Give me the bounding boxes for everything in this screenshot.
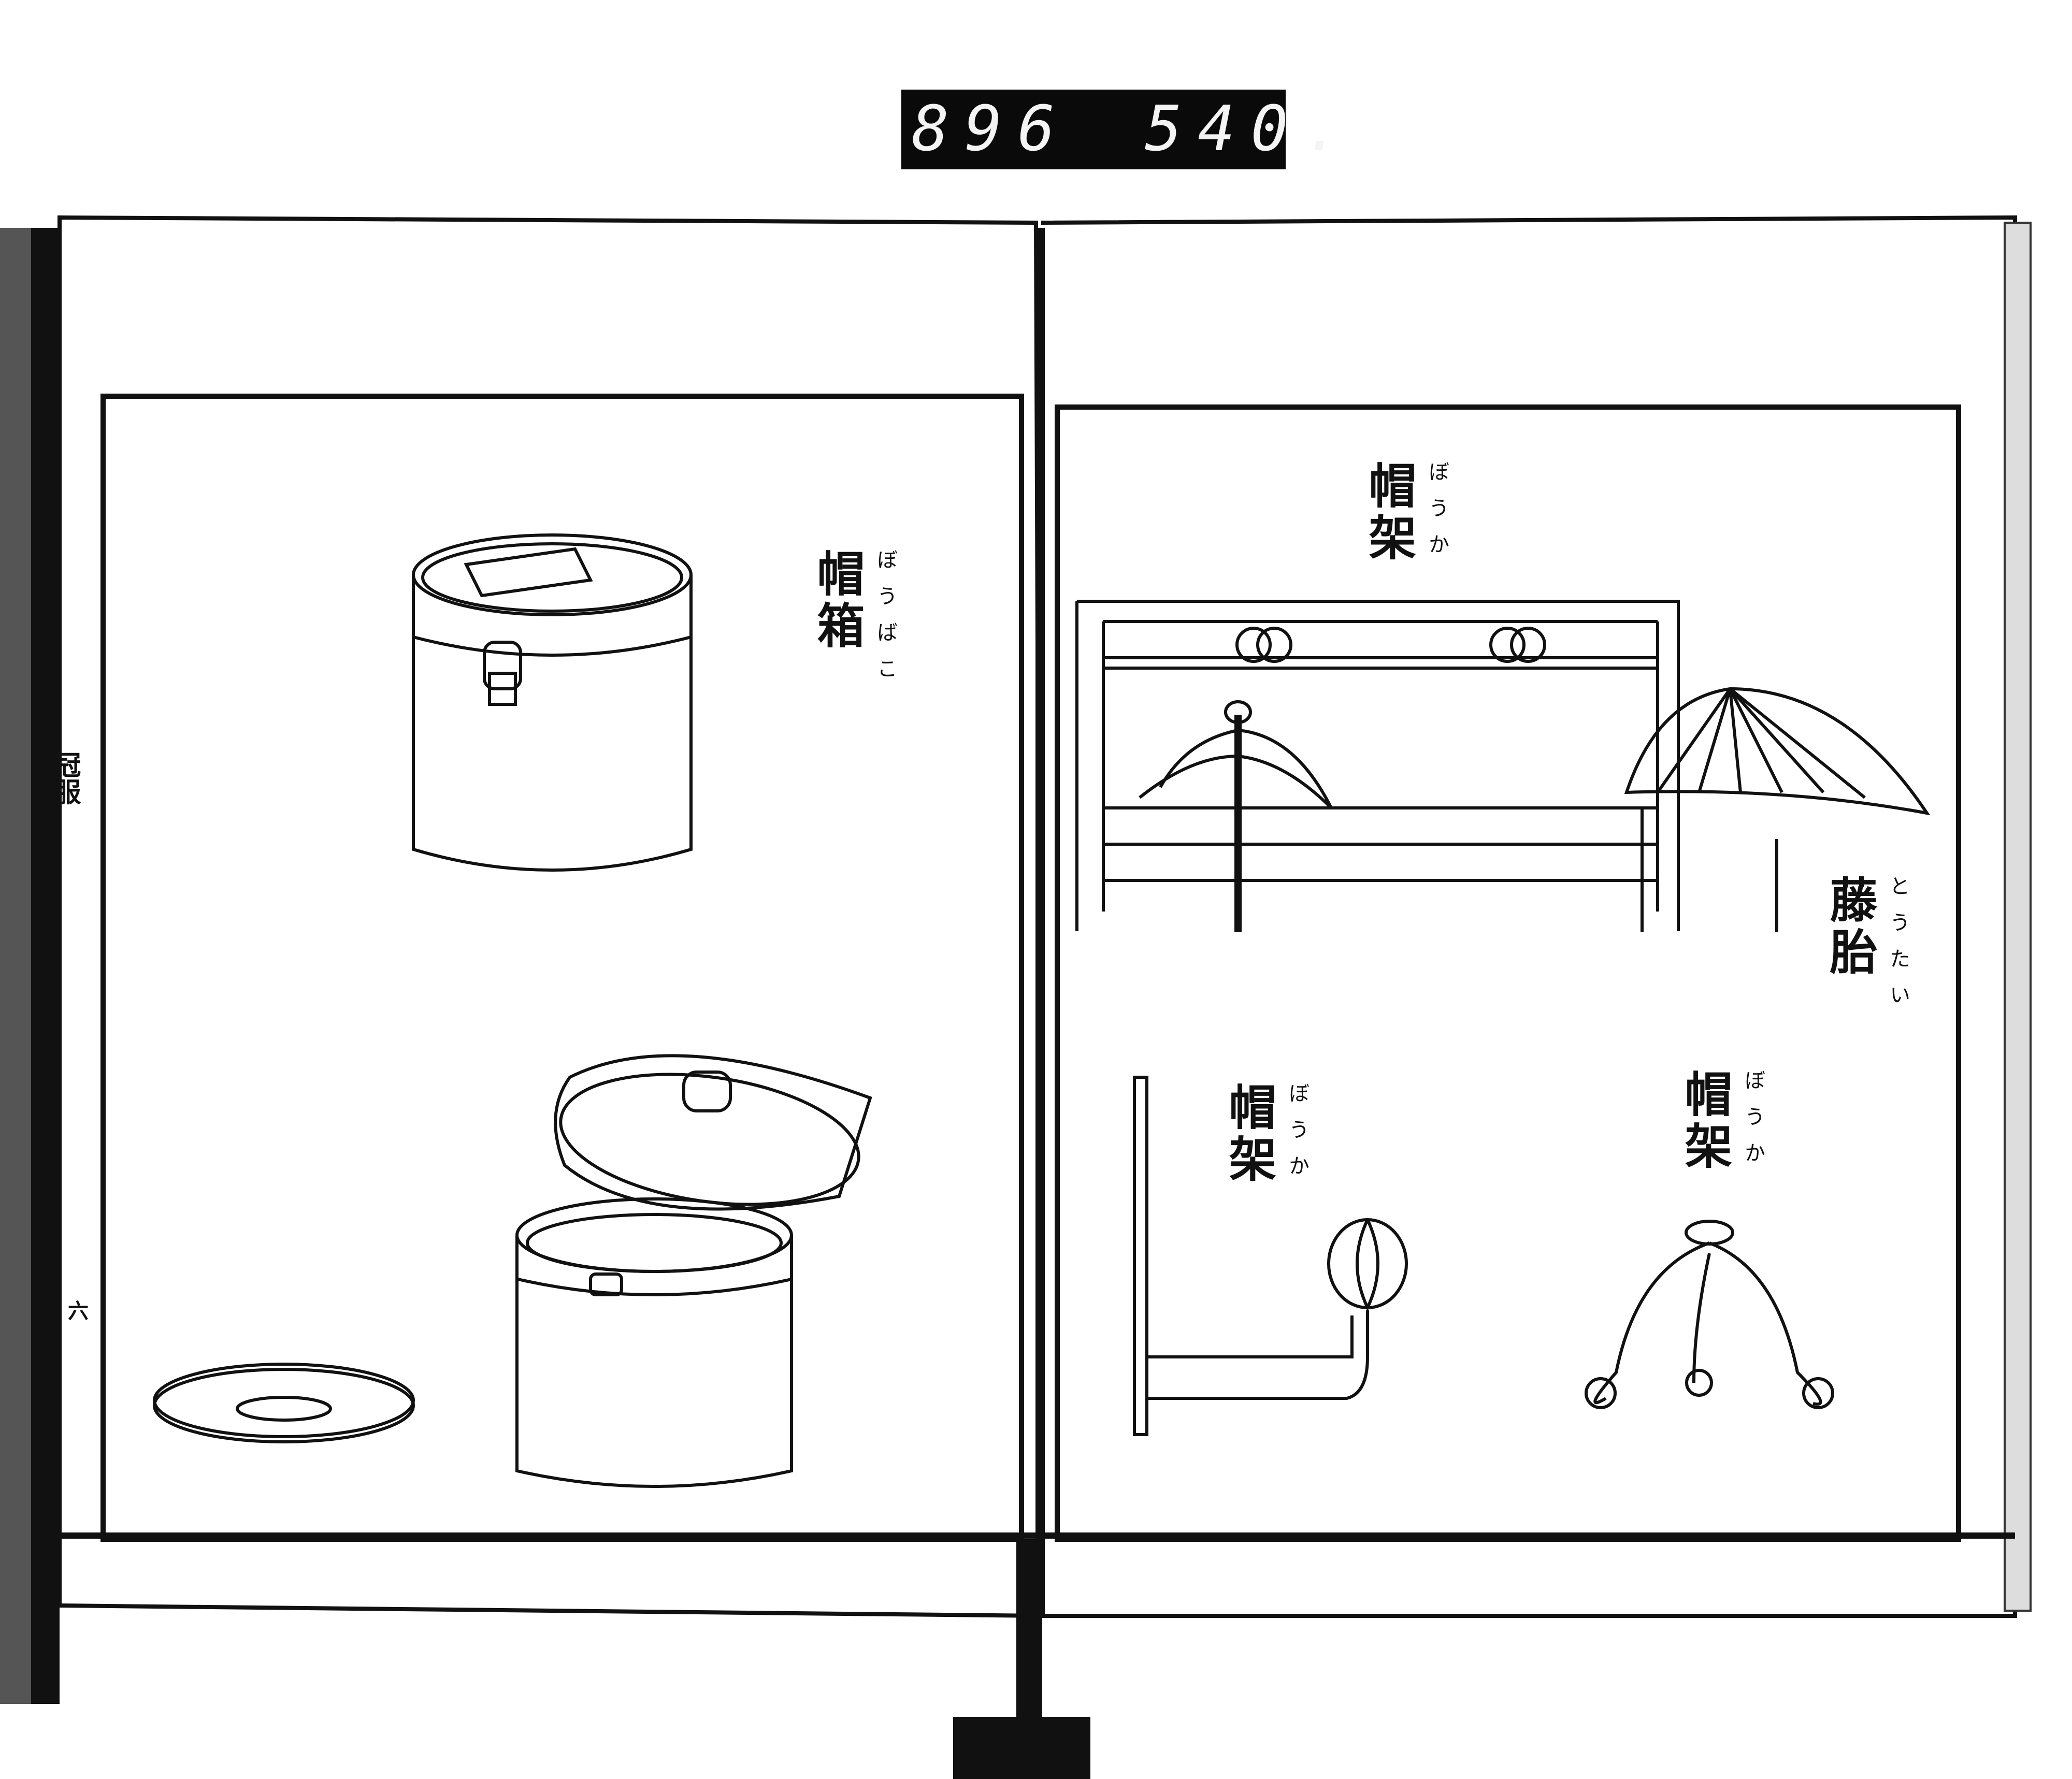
label-hat-rack-1: 帽架 <box>1361 461 1417 565</box>
ruby-hat-rack-2: ぼうか <box>1285 1082 1309 1191</box>
ruby-hat-rack-1: ぼうか <box>1425 461 1449 570</box>
right-page-edges <box>2004 222 2032 1612</box>
page-number: 六 <box>64 1300 89 1321</box>
counter-right-number: 540. <box>1145 93 1357 165</box>
margin-title: 冠服 <box>49 751 81 805</box>
ruby-rattan-base: とうたい <box>1886 875 1910 1020</box>
ruby-hat-rack-3: ぼうか <box>1741 1069 1765 1178</box>
right-frame <box>1055 404 1961 1542</box>
hat-rack-bamboo-drawing <box>1133 1076 1408 1436</box>
hat-box-lid-plate-drawing <box>153 1363 415 1443</box>
ruby-hat-box: ぼうばこ <box>873 549 897 694</box>
label-rattan-base: 藤胎 <box>1822 875 1878 979</box>
hat-box-closed-drawing <box>412 533 693 872</box>
hat-rack-frame-drawing <box>1075 600 1931 932</box>
hat-stand-tripod-drawing <box>1585 1220 1834 1409</box>
counter-left-number: 896 <box>912 93 1071 165</box>
frame-counter: 896 540. <box>901 90 1341 169</box>
label-hat-rack-2: 帽架 <box>1221 1082 1277 1186</box>
spine-base <box>953 1717 1090 1779</box>
left-binding-shadow <box>31 228 60 1704</box>
left-page-outline <box>57 215 1044 1618</box>
label-hat-box: 帽箱 <box>809 549 865 653</box>
label-hat-rack-3: 帽架 <box>1677 1069 1733 1173</box>
left-frame <box>100 394 1024 1542</box>
spine-bottom <box>1016 1539 1042 1718</box>
hat-box-open-drawing <box>515 1054 872 1488</box>
